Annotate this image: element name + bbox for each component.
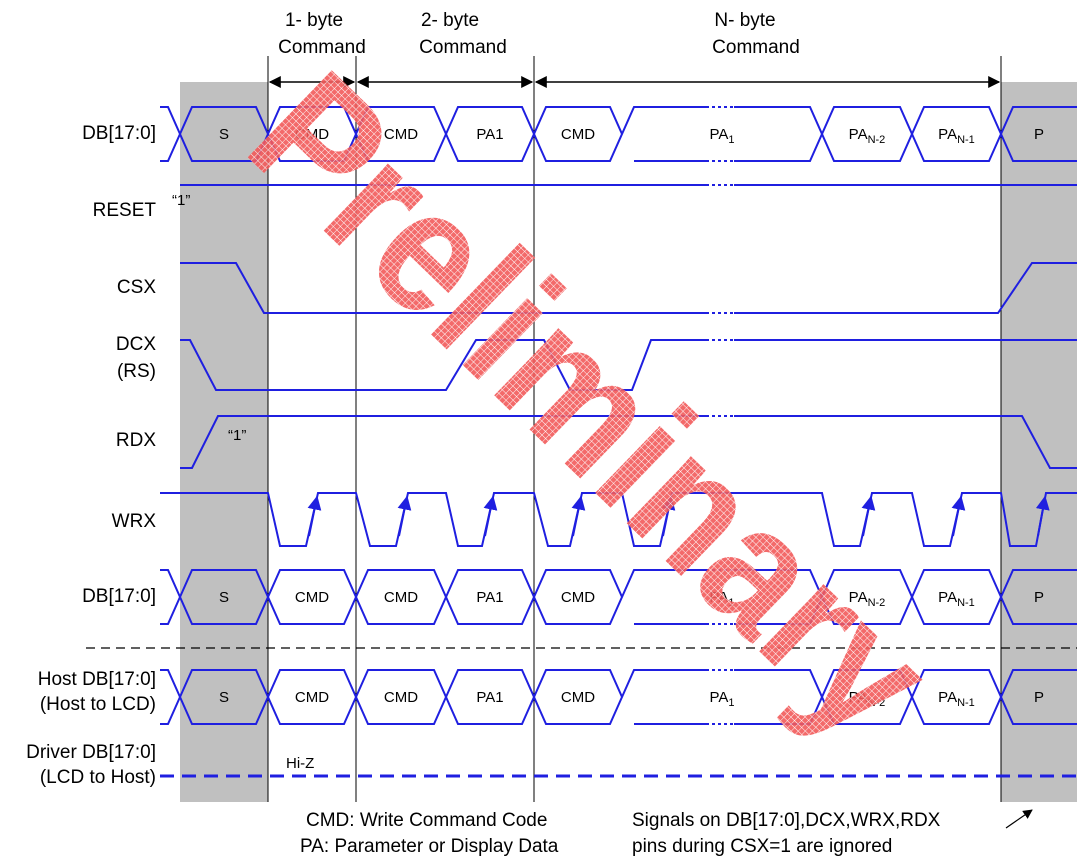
legend-cmd: CMD: Write Command Code [306, 810, 547, 831]
bus-label-cmd: CMD [561, 689, 595, 706]
header-2-byte-line1: 2- byte [421, 10, 479, 31]
boundary-lines [267, 56, 1002, 802]
note-arrow [1005, 809, 1033, 829]
bus-label-cmd: CMD [295, 589, 329, 606]
header-n-byte-line2: Command [712, 37, 800, 58]
label-host-db-sub: (Host to LCD) [40, 694, 156, 715]
wrx-rising-arrows [307, 495, 1050, 537]
note-line-2: pins during CSX=1 are ignored [632, 836, 892, 857]
label-rdx: RDX [116, 430, 156, 451]
bus-label-p: P [1034, 126, 1044, 143]
label-host-db: Host DB[17:0] [38, 669, 156, 690]
shade-left [180, 82, 268, 802]
label-dcx-rs: (RS) [117, 361, 156, 382]
shade-right [1001, 82, 1077, 802]
label-driver-db-sub: (LCD to Host) [40, 767, 156, 788]
preliminary-watermark: Preliminary [214, 36, 969, 774]
label-reset: RESET [93, 200, 157, 221]
csx-waveform-tail [734, 262, 1077, 314]
label-wrx: WRX [112, 511, 157, 532]
header-1-byte-line1: 1- byte [285, 10, 343, 31]
bus-label-cmd: CMD [384, 126, 418, 143]
bus-label-cmd: CMD [561, 126, 595, 143]
label-db-mid: DB[17:0] [82, 586, 156, 607]
header-1-byte-line2: Command [278, 37, 366, 58]
bus-segment-p [1000, 569, 1077, 625]
hi-z-label: Hi-Z [286, 755, 314, 772]
bus-row-db-top: S CMD CMD PA1 CMD PA1 PAN-2 PAN-1 P [160, 106, 1077, 162]
label-dcx: DCX [116, 334, 156, 355]
bus-label-s: S [219, 126, 229, 143]
bus-label-pa: PA1 [709, 589, 734, 609]
bus-label-pa: PA1 [709, 689, 734, 709]
bus-label-pa: PAN-1 [938, 126, 975, 146]
label-csx: CSX [117, 277, 156, 298]
bus-label-pa: PAN-1 [938, 689, 975, 709]
legend-pa: PA: Parameter or Display Data [300, 836, 559, 857]
rdx-waveform-tail [734, 415, 1077, 469]
bus-label-pa1: PA1 [476, 689, 503, 706]
header-n-byte-line1: N- byte [714, 10, 775, 31]
label-driver-db: Driver DB[17:0] [26, 742, 156, 763]
bus-label-pa: PAN-2 [849, 126, 886, 146]
dcx-waveform [180, 339, 706, 391]
bus-label-cmd: CMD [561, 589, 595, 606]
bus-label-pa1: PA1 [476, 589, 503, 606]
bus-label-pa: PAN-1 [938, 589, 975, 609]
bus-segment-p [1000, 669, 1077, 725]
bus-label-pa: PA1 [709, 126, 734, 146]
header-2-byte-line2: Command [419, 37, 507, 58]
bus-label-s: S [219, 589, 229, 606]
bus-label-cmd: CMD [295, 689, 329, 706]
label-db-top: DB[17:0] [82, 123, 156, 144]
bus-segment-p [1000, 106, 1077, 162]
bus-label-pa1: PA1 [476, 126, 503, 143]
bus-label-cmd: CMD [384, 589, 418, 606]
bus-label-p: P [1034, 689, 1044, 706]
rdx-waveform [180, 415, 706, 469]
bus-label-cmd: CMD [384, 689, 418, 706]
bus-label-s: S [219, 689, 229, 706]
csx-waveform [180, 262, 706, 314]
bus-label-p: P [1034, 589, 1044, 606]
note-line-1: Signals on DB[17:0],DCX,WRX,RDX [632, 810, 941, 831]
rdx-level-label: “1” [228, 427, 246, 444]
bus-label-cmd: CMD [295, 126, 329, 143]
reset-level-label: “1” [172, 192, 190, 209]
